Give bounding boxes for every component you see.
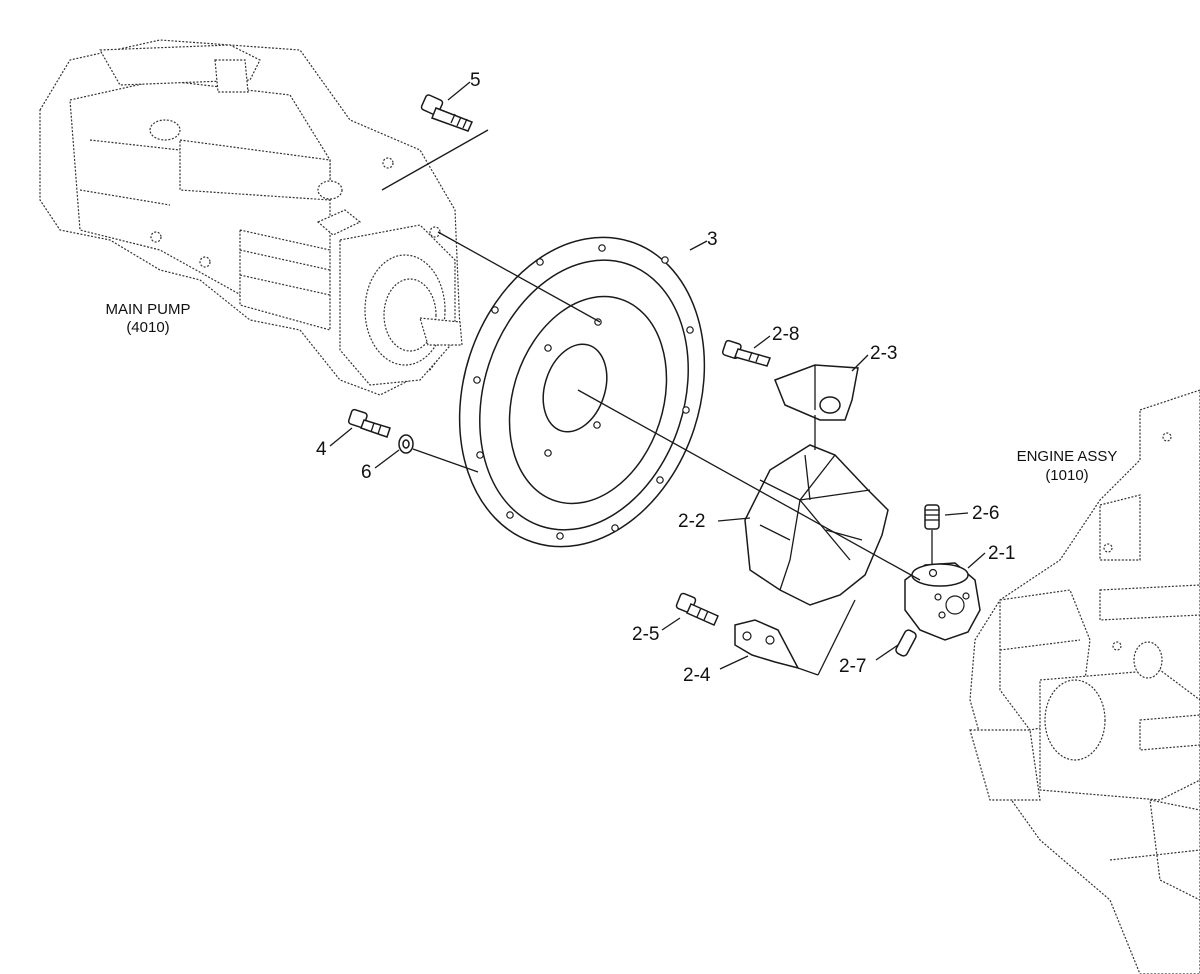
label-main-pump-code: (4010) <box>126 319 169 336</box>
label-engine-name: ENGINE ASSY <box>1017 448 1118 465</box>
main-pump <box>39 39 463 396</box>
engine-assy <box>969 389 1200 974</box>
label-part-5: 5 <box>470 70 481 91</box>
washer-6 <box>398 434 414 454</box>
bolt-5 <box>420 94 474 132</box>
label-part-2-5: 2-5 <box>632 624 659 645</box>
leader-lines <box>329 81 986 670</box>
clamp-wedge <box>734 619 800 670</box>
label-part-2-1: 2-1 <box>988 543 1015 564</box>
bolt-2-5 <box>675 592 719 626</box>
label-part-6: 6 <box>361 462 372 483</box>
label-part-2-2: 2-2 <box>678 511 705 532</box>
label-part-2-7: 2-7 <box>839 656 866 677</box>
label-part-4: 4 <box>316 439 327 460</box>
bolt-4 <box>347 408 391 438</box>
clamp-block <box>774 364 859 421</box>
pin <box>895 629 917 657</box>
label-part-3: 3 <box>707 229 718 250</box>
assembly-lines <box>381 129 933 676</box>
label-part-2-4: 2-4 <box>683 665 711 686</box>
set-screw <box>924 504 940 530</box>
label-main-pump-name: MAIN PUMP <box>105 301 190 318</box>
rubber-coupling <box>744 444 889 606</box>
label-engine-code: (1010) <box>1045 467 1088 484</box>
bolt-2-8 <box>721 339 771 367</box>
part-labels: MAIN PUMP (4010) ENGINE ASSY (1010) 5 3 … <box>105 70 1117 686</box>
coupling-hub <box>904 562 981 641</box>
label-part-2-3: 2-3 <box>870 343 897 364</box>
label-part-2-8: 2-8 <box>772 324 799 345</box>
label-part-2-6: 2-6 <box>972 503 999 524</box>
